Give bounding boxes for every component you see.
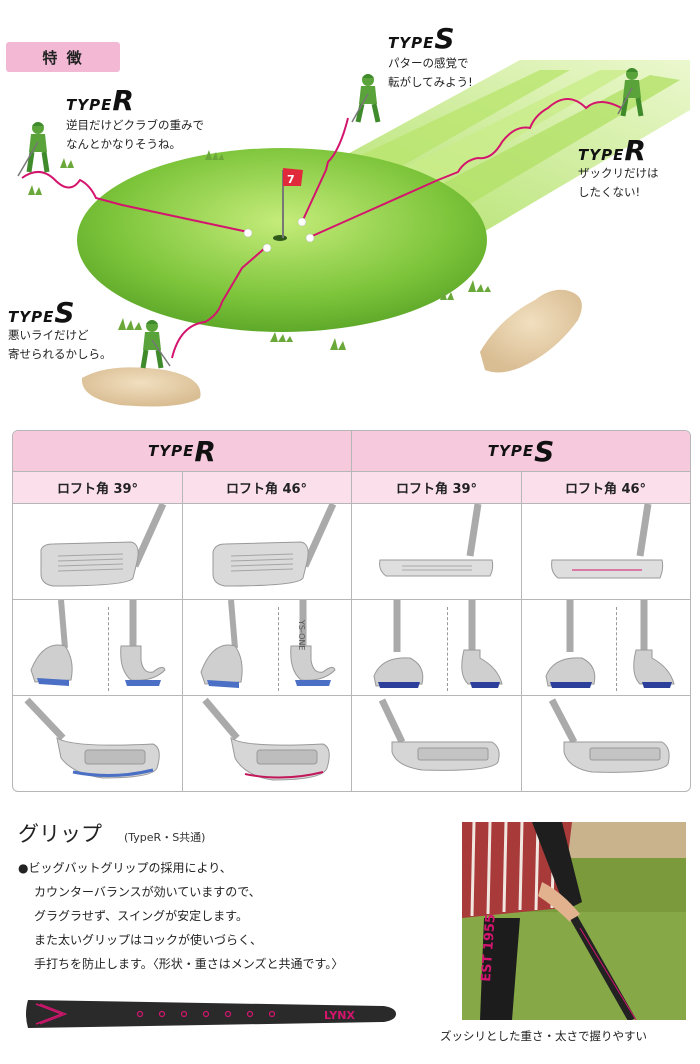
club-top-s39 (378, 698, 500, 771)
flag-number: 7 (287, 173, 295, 186)
grip-brand: LYNX (324, 1009, 355, 1022)
club-face-r39 (40, 504, 167, 587)
subheader-r-39: ロフト角 39° (56, 481, 139, 497)
grass-tufts (28, 150, 491, 350)
callout-1-text: 逆目だけどクラブの重みでなんとかなりそうね。 (66, 118, 204, 151)
club-top-r39 (24, 697, 160, 779)
grip-photo: EST 1955 (462, 822, 686, 1020)
callout-4-text: 悪いライだけど寄せられるかしら。 (8, 328, 112, 361)
club-face-r46 (212, 504, 337, 587)
cup (273, 235, 287, 241)
grip-subtitle: (TypeR・S共通) (124, 831, 206, 844)
golfer-1 (17, 122, 50, 177)
bunker-left (81, 367, 201, 407)
course-illustration: 7 (17, 60, 690, 407)
golfer-2 (351, 74, 381, 123)
club-side-r39 (30, 600, 166, 686)
grip-title: グリップ (18, 822, 102, 846)
flag (283, 168, 303, 186)
club-side-s39 (373, 600, 503, 688)
grip-image: LYNX (26, 1000, 396, 1028)
feature-tag: 特 徴 (6, 42, 120, 72)
golfer-4 (140, 320, 171, 369)
bunker-right (480, 289, 582, 373)
callout-1-type: TYPER (66, 84, 134, 117)
club-face-s46 (551, 504, 664, 579)
golfer-3 (617, 68, 644, 117)
callout-2-type: TYPES (388, 22, 455, 55)
svg-text:YS-ONE: YS-ONE (297, 619, 306, 650)
callout-2-text: パターの感覚で転がしてみよう! (388, 56, 473, 89)
subheader-r-46: ロフト角 46° (225, 481, 308, 497)
photo-caption: ズッシリとした重さ・太さで握りやすい (440, 1029, 647, 1043)
club-side-r46: YS-ONE (200, 600, 336, 688)
club-top-s46 (548, 698, 670, 773)
grip-description: ●ビッグバットグリップの採用により、 カウンターバランスが効いていますので、 グ… (18, 861, 344, 971)
shot-paths (21, 98, 626, 359)
callout-3-text: ザックリだけはしたくない! (578, 166, 659, 199)
balls (243, 217, 315, 253)
subheader-s-46: ロフト角 46° (564, 481, 647, 497)
club-top-r46 (202, 697, 330, 781)
callout-3-type: TYPER (578, 134, 646, 167)
club-side-s46 (545, 600, 675, 688)
callout-4-type: TYPES (8, 296, 75, 329)
sock-text: EST 1955 (479, 914, 499, 983)
club-face-s39 (379, 504, 494, 577)
subheader-s-39: ロフト角 39° (395, 481, 478, 497)
